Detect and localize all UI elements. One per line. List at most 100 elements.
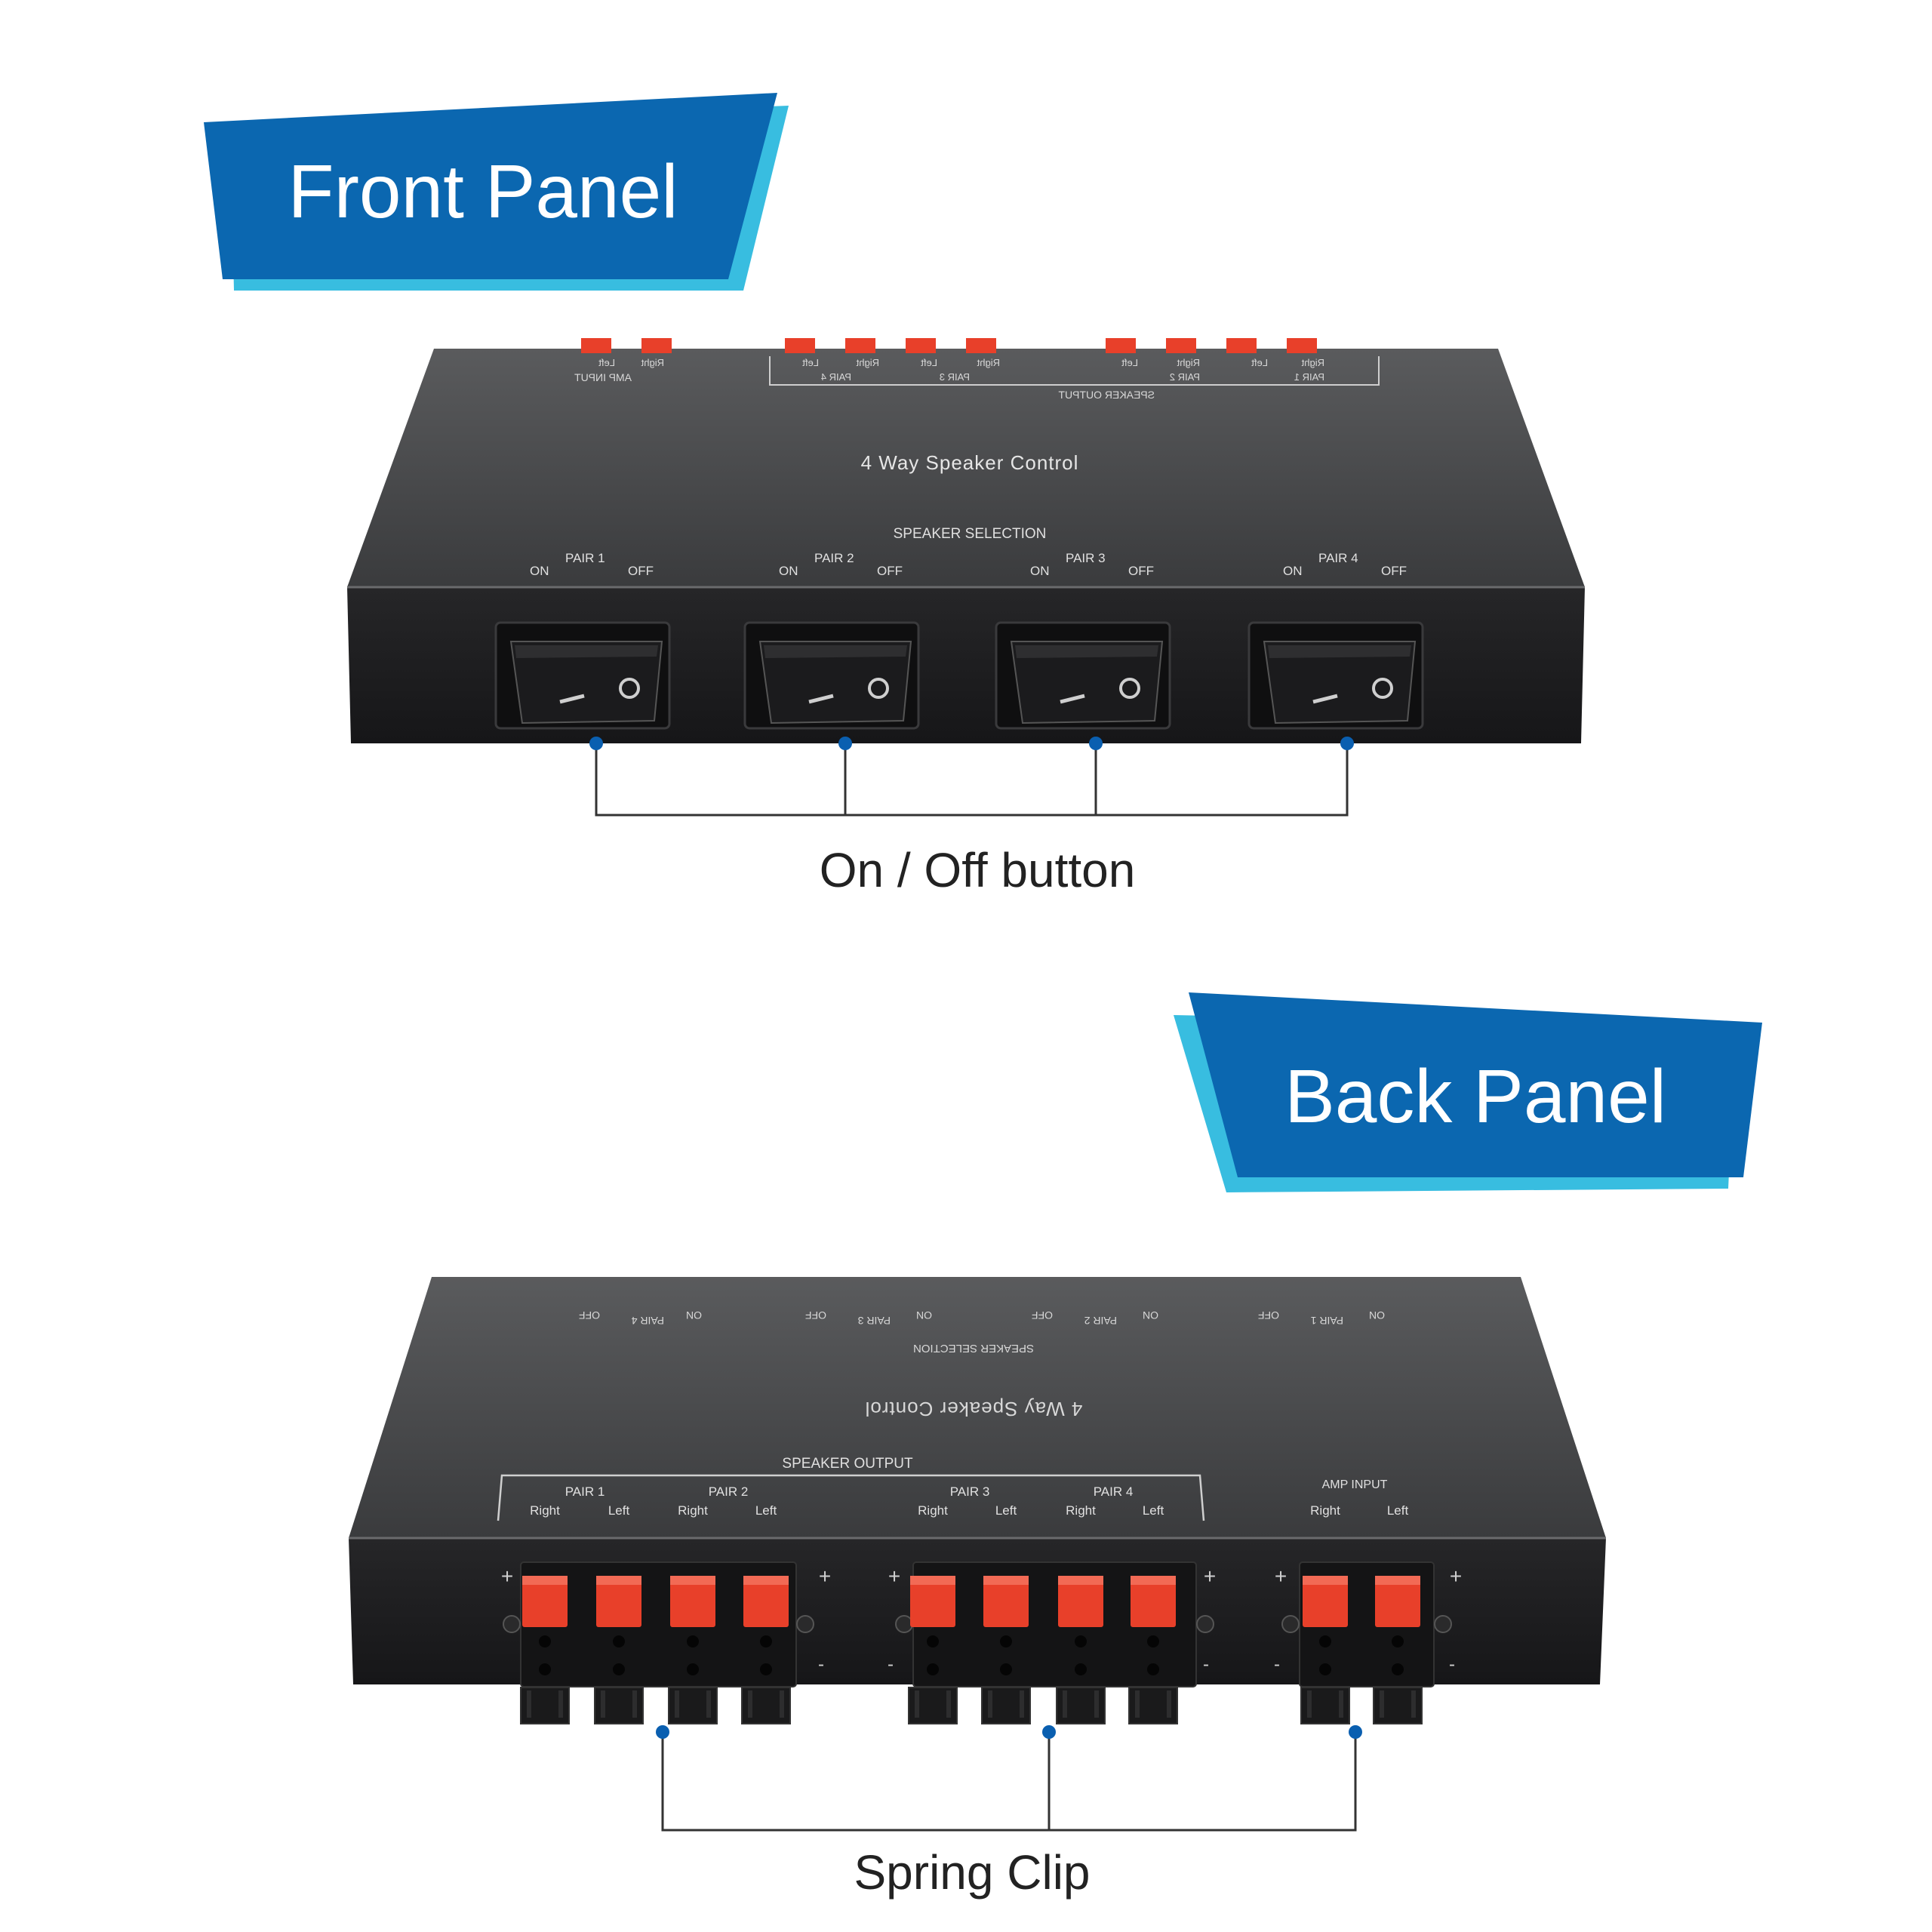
terminal-tab — [845, 338, 875, 353]
back-rear-on-3: ON — [916, 1309, 932, 1321]
rocker-switch-2[interactable] — [758, 641, 912, 724]
front-rear-pair-4: PAIR 4 — [821, 371, 851, 383]
plus-mark: + — [1450, 1564, 1462, 1588]
back-terminal-label: Left — [608, 1503, 630, 1518]
back-rear-pair-3: PAIR 3 — [857, 1315, 891, 1327]
back-rear-on-1: ON — [1369, 1309, 1385, 1321]
front-rear-amp-right: Right — [641, 357, 664, 368]
front-rear-p3-right: Right — [977, 357, 1000, 368]
clip-lever[interactable] — [1131, 1576, 1176, 1627]
back-terminal-label: Right — [1066, 1503, 1096, 1518]
clip-lever[interactable] — [670, 1576, 715, 1627]
switch-pair-label: PAIR 2 — [814, 551, 854, 565]
clip-lever[interactable] — [1375, 1576, 1420, 1627]
back-terminal-row — [503, 1561, 1452, 1724]
screw-icon — [796, 1615, 814, 1633]
clip-lever[interactable] — [1303, 1576, 1348, 1627]
minus-mark: - — [1274, 1654, 1280, 1675]
back-terminal-label: Left — [755, 1503, 777, 1518]
back-speaker-output: SPEAKER OUTPUT — [782, 1456, 913, 1472]
back-rear-off-4: OFF — [579, 1309, 600, 1321]
front-rear-pair-1: PAIR 1 — [1294, 371, 1324, 383]
back-rear-pair-1: PAIR 1 — [1310, 1315, 1343, 1327]
on-mark-icon — [808, 694, 834, 704]
minus-mark: - — [1449, 1654, 1455, 1675]
back-pair-label: PAIR 1 — [565, 1484, 605, 1499]
switch-off-label: OFF — [628, 564, 654, 578]
switch-pair-label: PAIR 4 — [1318, 551, 1358, 565]
back-terminal-label: Left — [1387, 1503, 1409, 1518]
front-rear-speaker-output: SPEAKER OUTPUT — [1058, 389, 1155, 401]
on-mark-icon — [559, 694, 585, 704]
front-rear-p3-left: Left — [921, 357, 937, 368]
minus-mark: - — [1203, 1654, 1209, 1675]
back-rear-off-1: OFF — [1258, 1309, 1279, 1321]
back-terminal-label: Right — [1310, 1503, 1340, 1518]
spring-clip[interactable] — [1128, 1576, 1178, 1724]
callout-dot — [656, 1725, 669, 1739]
rocker-switch-4[interactable] — [1263, 641, 1417, 724]
back-rear-off-3: OFF — [805, 1309, 826, 1321]
screw-icon — [1281, 1615, 1300, 1633]
spring-clip[interactable] — [908, 1576, 958, 1724]
front-rear-p2-left: Left — [1121, 357, 1138, 368]
back-pair-label: PAIR 2 — [709, 1484, 749, 1499]
front-callout: On / Off button — [589, 737, 1354, 897]
front-banner-title: Front Panel — [288, 149, 678, 234]
back-rear-off-2: OFF — [1032, 1309, 1053, 1321]
back-terminal-label: Left — [995, 1503, 1017, 1518]
clip-lever[interactable] — [910, 1576, 955, 1627]
rocker-switch-1[interactable] — [509, 641, 663, 724]
switch-off-label: OFF — [877, 564, 903, 578]
back-rear-speaker-selection: SPEAKER SELECTION — [913, 1342, 1034, 1355]
off-mark-icon — [868, 678, 889, 699]
spring-clip[interactable] — [520, 1576, 570, 1724]
spring-clip[interactable] — [741, 1576, 791, 1724]
clip-lever[interactable] — [983, 1576, 1029, 1627]
plus-mark: + — [819, 1564, 831, 1588]
switch-on-label: ON — [530, 564, 549, 578]
spring-clip[interactable] — [1056, 1576, 1106, 1724]
back-rear-pair-4: PAIR 4 — [631, 1315, 664, 1327]
clip-lever[interactable] — [522, 1576, 568, 1627]
spring-clip[interactable] — [668, 1576, 718, 1724]
off-mark-icon — [619, 678, 640, 699]
back-rear-on-2: ON — [1143, 1309, 1158, 1321]
back-callout-label: Spring Clip — [854, 1845, 1090, 1900]
minus-mark: - — [888, 1654, 894, 1675]
front-rear-p1-left: Left — [1251, 357, 1268, 368]
front-banner: Front Panel — [204, 93, 789, 291]
terminal-tab — [1106, 338, 1136, 353]
clip-lever[interactable] — [1058, 1576, 1103, 1627]
front-rear-p4-left: Left — [802, 357, 819, 368]
back-pair-label: PAIR 4 — [1094, 1484, 1134, 1499]
front-speaker-selection: SPEAKER SELECTION — [894, 526, 1047, 542]
off-mark-icon — [1372, 678, 1393, 699]
switch-pair-label: PAIR 3 — [1066, 551, 1106, 565]
back-callout: Spring Clip — [656, 1725, 1362, 1900]
switch-off-label: OFF — [1381, 564, 1407, 578]
plus-mark: + — [501, 1564, 513, 1588]
clip-lever[interactable] — [596, 1576, 641, 1627]
back-terminal-label: Left — [1143, 1503, 1164, 1518]
back-banner-title: Back Panel — [1284, 1054, 1666, 1139]
spring-clip[interactable] — [1373, 1576, 1423, 1724]
back-pair-label: PAIR 3 — [950, 1484, 990, 1499]
back-banner: Back Panel — [1174, 992, 1762, 1192]
front-rear-p2-right: Right — [1177, 357, 1200, 368]
front-rear-p4-right: Right — [856, 357, 879, 368]
clip-lever[interactable] — [743, 1576, 789, 1627]
spring-clip[interactable] — [1300, 1576, 1350, 1724]
callout-dot — [589, 737, 603, 750]
terminal-tab — [1287, 338, 1317, 353]
spring-clip[interactable] — [594, 1576, 644, 1724]
front-terminal-tabs — [581, 338, 1317, 353]
front-rear-pair-2: PAIR 2 — [1170, 371, 1200, 383]
rocker-switch-3[interactable] — [1010, 641, 1164, 724]
spring-clip[interactable] — [981, 1576, 1031, 1724]
terminal-tab — [581, 338, 611, 353]
callout-dot — [1089, 737, 1103, 750]
callout-dot — [838, 737, 852, 750]
terminal-tab — [1166, 338, 1196, 353]
